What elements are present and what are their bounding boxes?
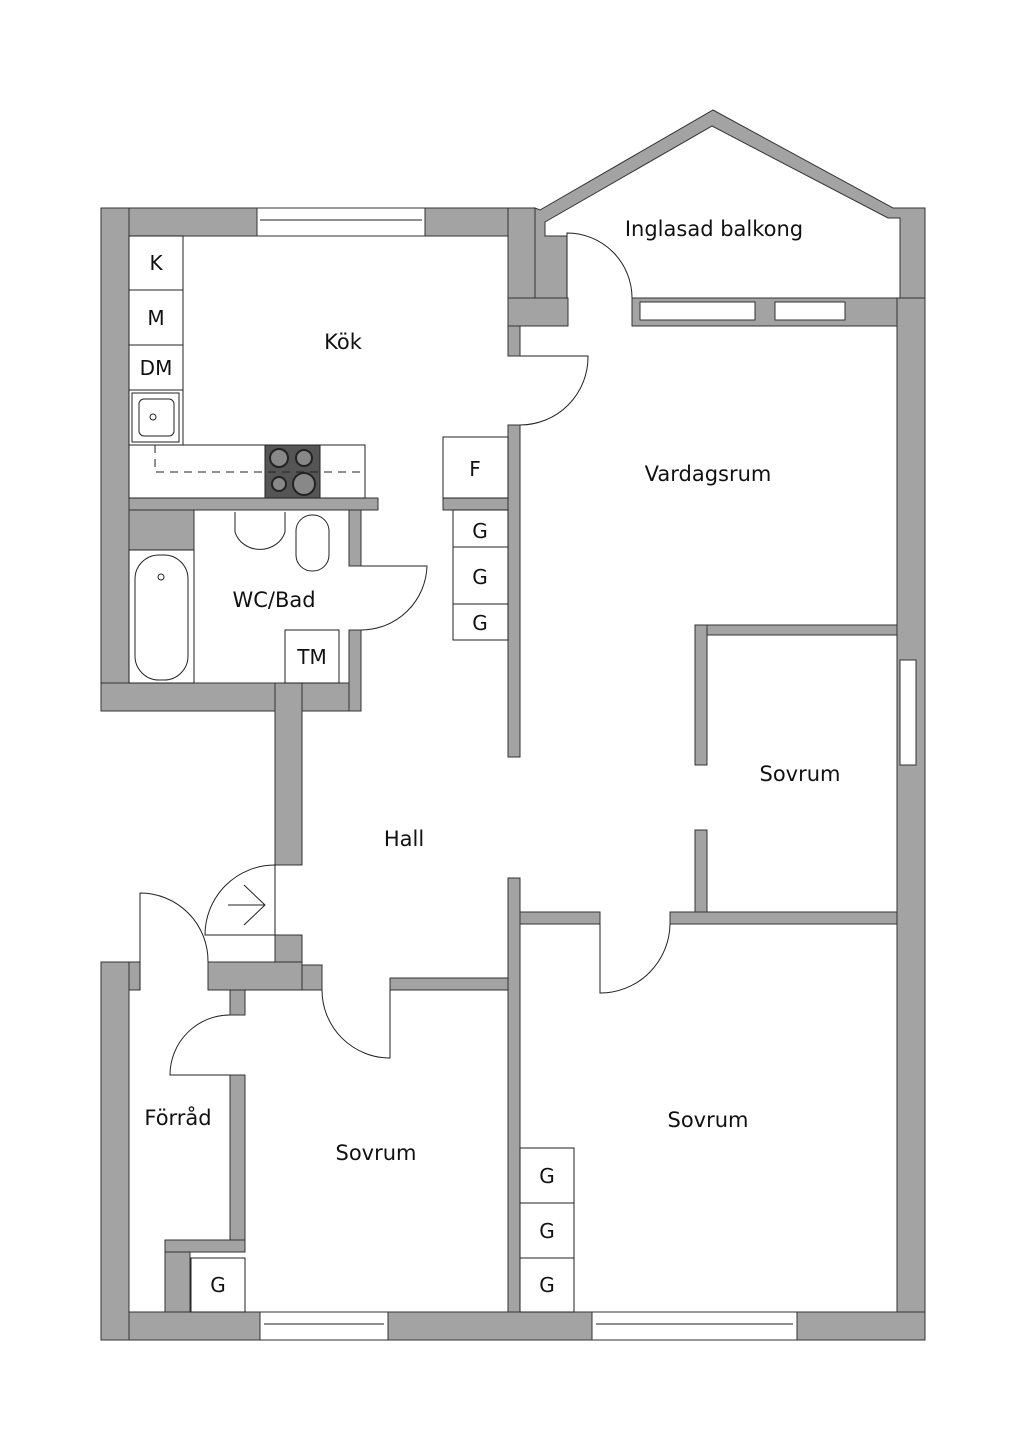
label-microwave: M [147,306,164,330]
room-label-bedroom-southwest: Sovrum [335,1141,416,1165]
fixture-labels: K M DM F G G G TM G G G G [140,251,555,1297]
bedroom-fixtures [190,1147,575,1313]
label-washer: TM [296,645,326,669]
label-freezer: F [469,457,481,481]
label-wardrobe: G [472,519,488,543]
label-wardrobe: G [472,611,488,635]
label-dishwasher: DM [140,356,173,380]
kitchen-fixtures [128,235,509,641]
walls [100,109,926,1341]
windows [256,207,798,1341]
label-wardrobe: G [210,1273,226,1297]
room-label-bath: WC/Bad [232,588,315,612]
room-label-living: Vardagsrum [645,462,772,486]
room-label-hall: Hall [384,827,424,851]
label-wardrobe: G [472,565,488,589]
label-wardrobe: G [539,1219,555,1243]
doors [139,232,671,1076]
label-fridge: K [149,251,163,275]
room-label-kitchen: Kök [324,330,363,354]
room-labels: Kök Inglasad balkong Vardagsrum WC/Bad H… [144,217,840,1165]
room-label-balcony: Inglasad balkong [625,217,803,241]
room-label-storage: Förråd [144,1105,211,1130]
room-label-bedroom-east: Sovrum [759,762,840,786]
bath-fixtures [128,512,340,684]
room-label-bedroom-southeast: Sovrum [667,1108,748,1132]
label-wardrobe: G [539,1164,555,1188]
label-wardrobe: G [539,1273,555,1297]
entrance-arrow-icon [228,884,266,926]
